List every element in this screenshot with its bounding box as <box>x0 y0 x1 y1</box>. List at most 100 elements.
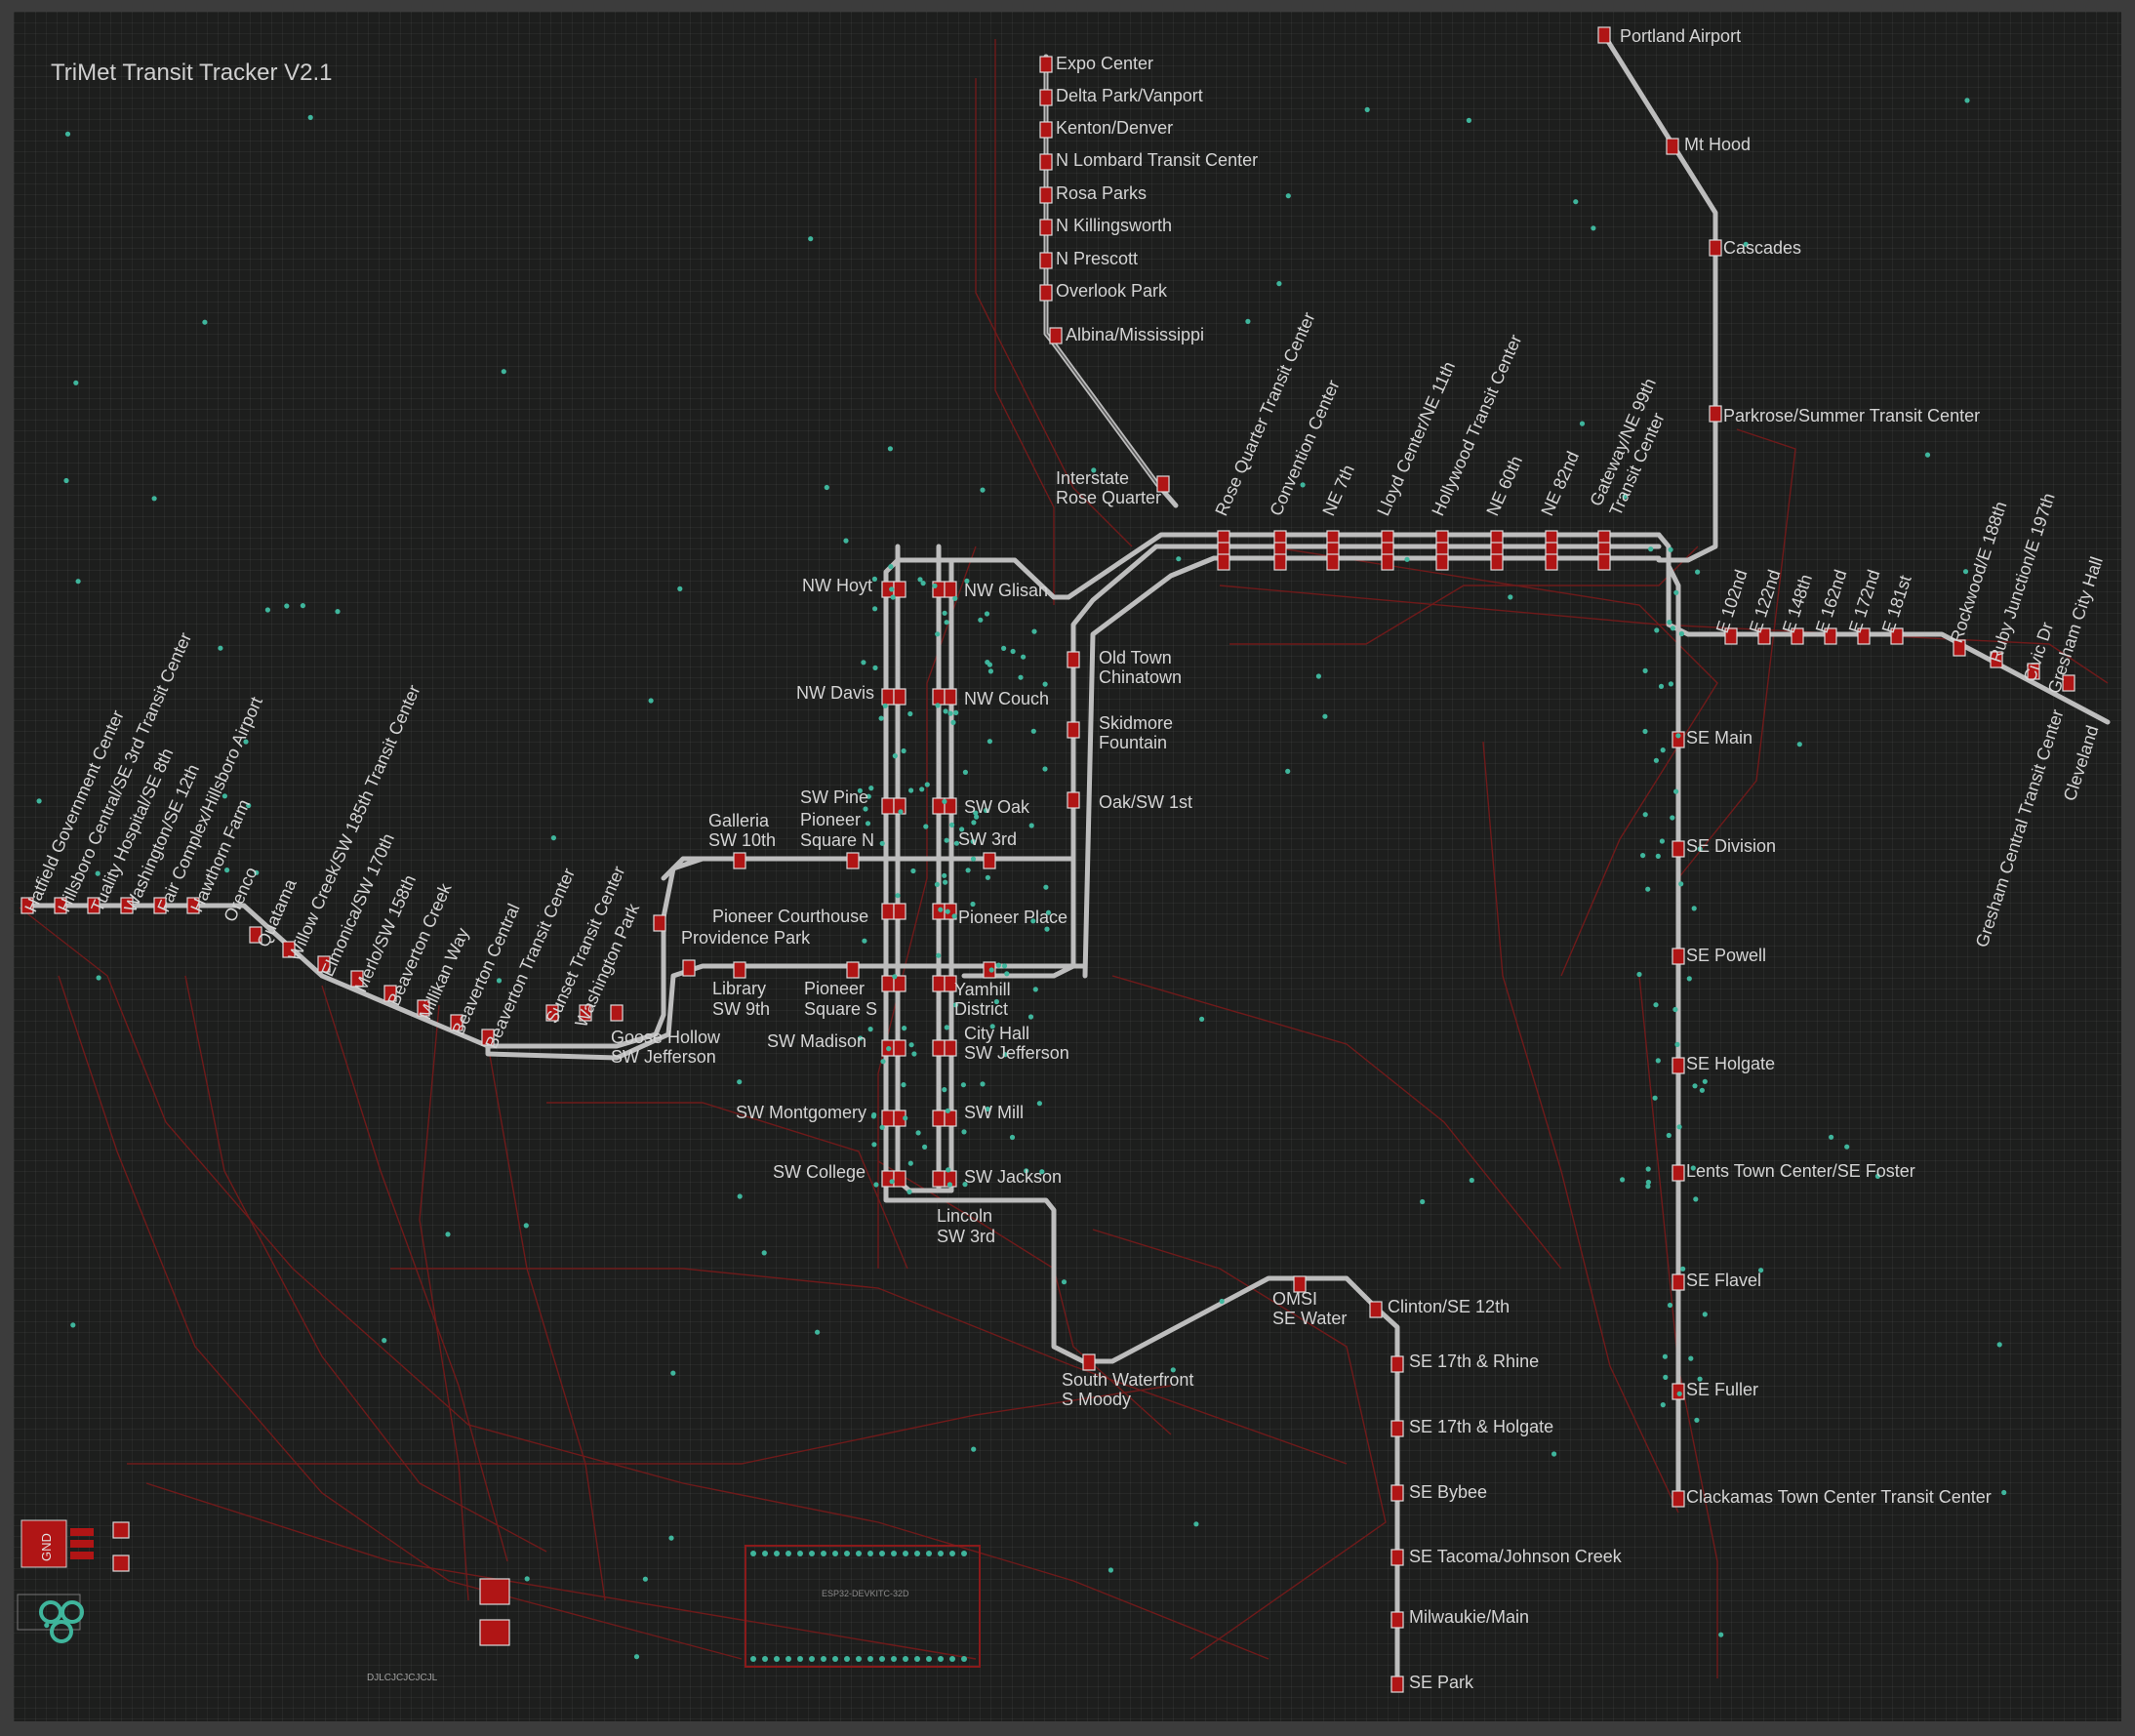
via <box>945 1108 950 1113</box>
green-line-labels: SE Main SE Division SE Powell SE Holgate… <box>1686 728 1992 1507</box>
via <box>970 838 976 844</box>
via <box>1874 1173 1880 1179</box>
via <box>886 1046 892 1052</box>
station-label: SW 9th <box>712 999 770 1019</box>
via <box>1285 193 1291 199</box>
station-label: Interstate <box>1056 468 1129 488</box>
station-pad <box>1757 627 1771 645</box>
station-pad <box>1326 553 1340 571</box>
via <box>1829 1134 1834 1140</box>
via <box>995 962 1001 968</box>
e-rotated-labels: E 102nd E 122nd E 148th E 162nd E 172nd … <box>1712 491 2107 949</box>
station-label: SE 17th & Holgate <box>1409 1417 1553 1436</box>
via <box>898 809 904 815</box>
station-label: Lents Town Center/SE Foster <box>1686 1161 1915 1181</box>
esp32-module[interactable]: ESP32-DEVKITC-32D <box>745 1545 981 1668</box>
station-pad <box>1672 1164 1685 1182</box>
via <box>942 872 947 878</box>
via <box>907 710 913 717</box>
station-pad <box>2027 663 2040 680</box>
station-pad <box>579 1004 592 1022</box>
station-label: SW Jefferson <box>964 1043 1069 1063</box>
via <box>910 868 916 874</box>
via <box>284 603 290 609</box>
via <box>879 1124 885 1130</box>
station-label: E 172nd <box>1845 567 1884 635</box>
via <box>1645 1179 1651 1186</box>
via <box>1508 594 1513 600</box>
via <box>1645 1184 1651 1190</box>
station-pad <box>417 999 430 1017</box>
via <box>872 665 878 671</box>
usb-connector[interactable]: GND <box>20 1519 94 1568</box>
via <box>1680 1266 1686 1272</box>
via <box>1364 106 1370 112</box>
pcb-canvas[interactable] <box>14 12 2121 1721</box>
via <box>254 869 260 875</box>
via <box>920 581 926 586</box>
module-pin <box>786 1551 791 1556</box>
station-label: Overlook Park <box>1056 281 1168 301</box>
via <box>1670 815 1675 821</box>
module-pin <box>774 1656 780 1662</box>
station-label: Yamhill <box>954 980 1011 999</box>
station-label: Pioneer <box>804 979 865 998</box>
module-pin <box>750 1656 756 1662</box>
via <box>867 1027 873 1032</box>
old-town-labels: Old Town Chinatown Skidmore Fountain Oak… <box>1099 648 1192 812</box>
via <box>902 1026 907 1031</box>
via <box>524 1576 530 1582</box>
via <box>1591 225 1596 231</box>
via <box>1636 971 1642 978</box>
via <box>952 1002 959 1008</box>
via <box>908 1042 914 1048</box>
station-pads <box>20 26 2075 1693</box>
via <box>445 1231 451 1237</box>
station-label: NW Hoyt <box>802 576 872 595</box>
module-pin <box>938 1551 944 1556</box>
station-label: SW Jackson <box>964 1167 1062 1187</box>
station-label: SW College <box>773 1162 866 1182</box>
station-pad <box>1724 627 1738 645</box>
via <box>922 1144 928 1150</box>
station-pad <box>932 1110 946 1127</box>
station-pad <box>2062 674 2075 692</box>
module-pin <box>832 1656 838 1662</box>
via <box>952 595 958 601</box>
via <box>917 577 923 583</box>
via <box>1678 630 1684 637</box>
module-pin <box>762 1656 768 1662</box>
via <box>1692 1083 1698 1089</box>
via <box>960 1082 967 1088</box>
via <box>983 807 989 814</box>
station-pad <box>733 852 746 869</box>
via <box>1996 1342 2002 1348</box>
via <box>889 1179 895 1185</box>
via <box>96 975 101 981</box>
via <box>857 787 864 793</box>
module-pin <box>832 1551 838 1556</box>
station-pad <box>1824 627 1837 645</box>
station-label: Chinatown <box>1099 667 1182 687</box>
via <box>63 477 69 484</box>
station-label: Lincoln <box>937 1206 992 1226</box>
module-pin <box>961 1551 967 1556</box>
station-pad <box>1490 553 1504 571</box>
via <box>1702 1078 1708 1084</box>
station-label: Mt Hood <box>1684 135 1751 154</box>
via <box>1718 1632 1724 1637</box>
via <box>1676 1124 1682 1130</box>
via <box>911 1051 917 1057</box>
station-label: SE Holgate <box>1686 1054 1775 1073</box>
via <box>1659 838 1665 844</box>
via <box>1694 1417 1700 1423</box>
module-pin <box>903 1656 908 1662</box>
via <box>953 709 959 716</box>
station-pad <box>545 1004 559 1022</box>
via <box>761 1250 767 1256</box>
station-label: SE Park <box>1409 1673 1474 1692</box>
station-pad <box>846 852 860 869</box>
via <box>1758 1268 1764 1273</box>
station-pad <box>1390 1611 1404 1629</box>
via <box>1654 627 1660 633</box>
